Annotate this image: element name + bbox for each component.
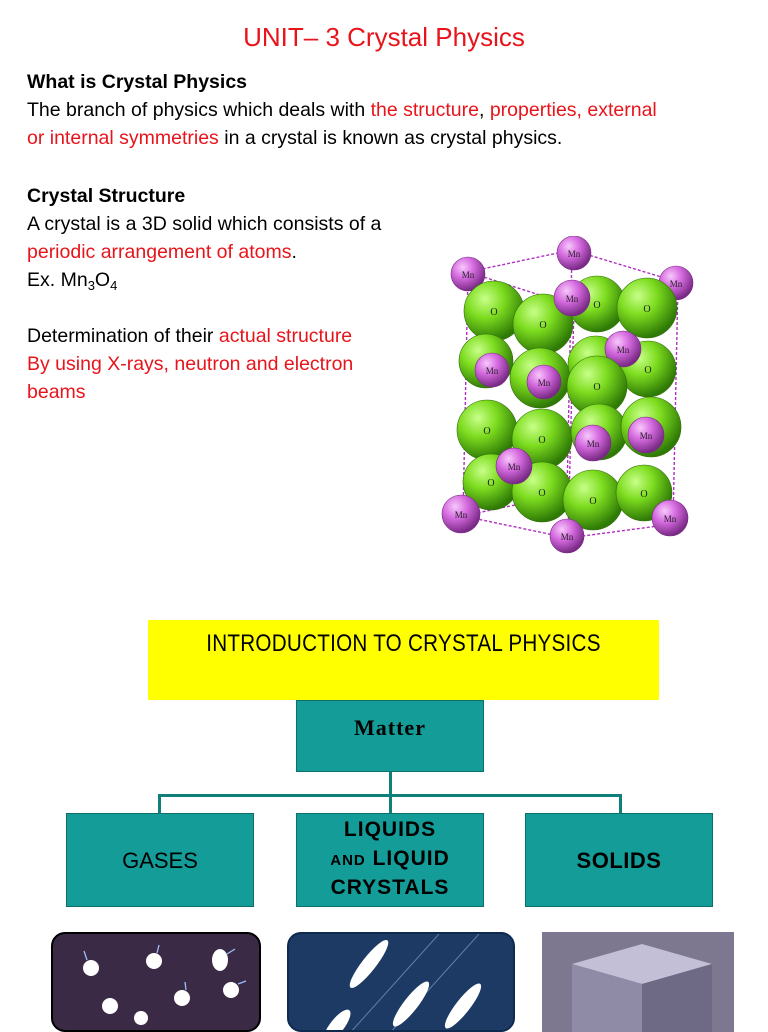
liquids-label-line2: and LIQUID <box>330 847 450 870</box>
determination-line-2: By using X-rays, neutron and electron <box>27 353 354 375</box>
connector-solids <box>619 794 622 813</box>
oxygen-atom-label: O <box>490 307 497 318</box>
solid-cube-illustration <box>572 944 712 1032</box>
oxygen-atom-label: O <box>640 489 647 500</box>
intro-banner-text: INTRODUCTION TO CRYSTAL PHYSICS <box>206 630 601 657</box>
liquids-label-line1: LIQUIDS <box>343 818 437 841</box>
oxygen-atom-label: O <box>483 426 490 437</box>
manganese-atom-label: Mn <box>617 345 630 355</box>
section-heading-crystal-structure: Crystal Structure <box>27 185 186 207</box>
definition-line-2: or internal symmetries in a crystal is k… <box>27 127 563 149</box>
manganese-atom-label: Mn <box>462 270 475 280</box>
gases-box: GASES <box>66 813 254 907</box>
oxygen-atom-label: O <box>539 320 546 331</box>
matter-box: Matter <box>296 700 484 772</box>
intro-banner: INTRODUCTION TO CRYSTAL PHYSICS <box>148 620 659 700</box>
manganese-atom-label: Mn <box>664 514 677 524</box>
liquids-box: LIQUIDS and LIQUID CRYSTALS <box>296 813 484 907</box>
structure-line-2: periodic arrangement of atoms. <box>27 241 297 263</box>
page-title: UNIT– 3 Crystal Physics <box>243 22 525 52</box>
manganese-atom-label: Mn <box>455 510 468 520</box>
manganese-atom-label: Mn <box>486 366 499 376</box>
connector-stem <box>389 772 392 796</box>
oxygen-atom-label: O <box>643 304 650 315</box>
determination-line-1: Determination of their actual structure <box>27 325 353 347</box>
connector-gases <box>158 794 161 813</box>
manganese-atom-label: Mn <box>508 462 521 472</box>
manganese-atom-label: Mn <box>670 279 683 289</box>
manganese-atom <box>651 499 689 537</box>
manganese-atom <box>526 364 562 400</box>
oxygen-atom <box>616 277 678 339</box>
oxygen-atom-label: O <box>593 300 600 311</box>
manganese-atom <box>474 352 510 388</box>
liquid-crystal-illustration <box>323 934 482 1030</box>
matter-label: Matter <box>354 715 426 740</box>
manganese-atom <box>604 330 642 368</box>
example-formula: Ex. Mn3O4 <box>27 269 118 293</box>
manganese-atom <box>553 279 591 317</box>
manganese-atom <box>574 424 612 462</box>
crystal-structure-illustration: MnMnMnOOOOMnOOOOMnMnMnOOOOOMnMnOOOOMnMnM… <box>441 236 694 554</box>
solids-box: SOLIDS <box>525 813 713 907</box>
oxygen-atom-label: O <box>487 478 494 489</box>
oxygen-atom-label: O <box>538 488 545 499</box>
manganese-atom-label: Mn <box>566 294 579 304</box>
connector-liquids <box>389 794 392 813</box>
manganese-atom <box>627 416 665 454</box>
manganese-atom <box>441 494 481 534</box>
oxygen-atom-label: O <box>644 365 651 376</box>
structure-line-1: A crystal is a 3D solid which consists o… <box>27 213 382 235</box>
definition-line-1: The branch of physics which deals with t… <box>27 99 657 121</box>
gas-particles-image <box>51 932 261 1032</box>
manganese-atom <box>549 518 585 554</box>
gas-particles-illustration <box>83 944 247 1025</box>
manganese-atom <box>450 256 486 292</box>
oxygen-atom-label: O <box>538 435 545 446</box>
liquid-crystal-image <box>287 932 515 1032</box>
solid-cube-image <box>542 932 734 1032</box>
section-heading-what-is: What is Crystal Physics <box>27 71 248 93</box>
manganese-atom <box>495 447 533 485</box>
oxygen-atom-label: O <box>589 496 596 507</box>
determination-line-3: beams <box>27 381 86 403</box>
oxygen-atom-label: O <box>593 382 600 393</box>
manganese-atom-label: Mn <box>640 431 653 441</box>
manganese-atom-label: Mn <box>568 249 581 259</box>
atoms-group: MnMnMnOOOOMnOOOOMnMnMnOOOOOMnMnOOOOMnMnM… <box>441 236 694 554</box>
manganese-atom-label: Mn <box>561 532 574 542</box>
solids-label: SOLIDS <box>576 848 662 873</box>
manganese-atom <box>556 236 592 271</box>
gases-label: GASES <box>122 848 198 873</box>
liquids-label-line3: CRYSTALS <box>330 876 450 899</box>
manganese-atom-label: Mn <box>538 378 551 388</box>
manganese-atom-label: Mn <box>587 439 600 449</box>
